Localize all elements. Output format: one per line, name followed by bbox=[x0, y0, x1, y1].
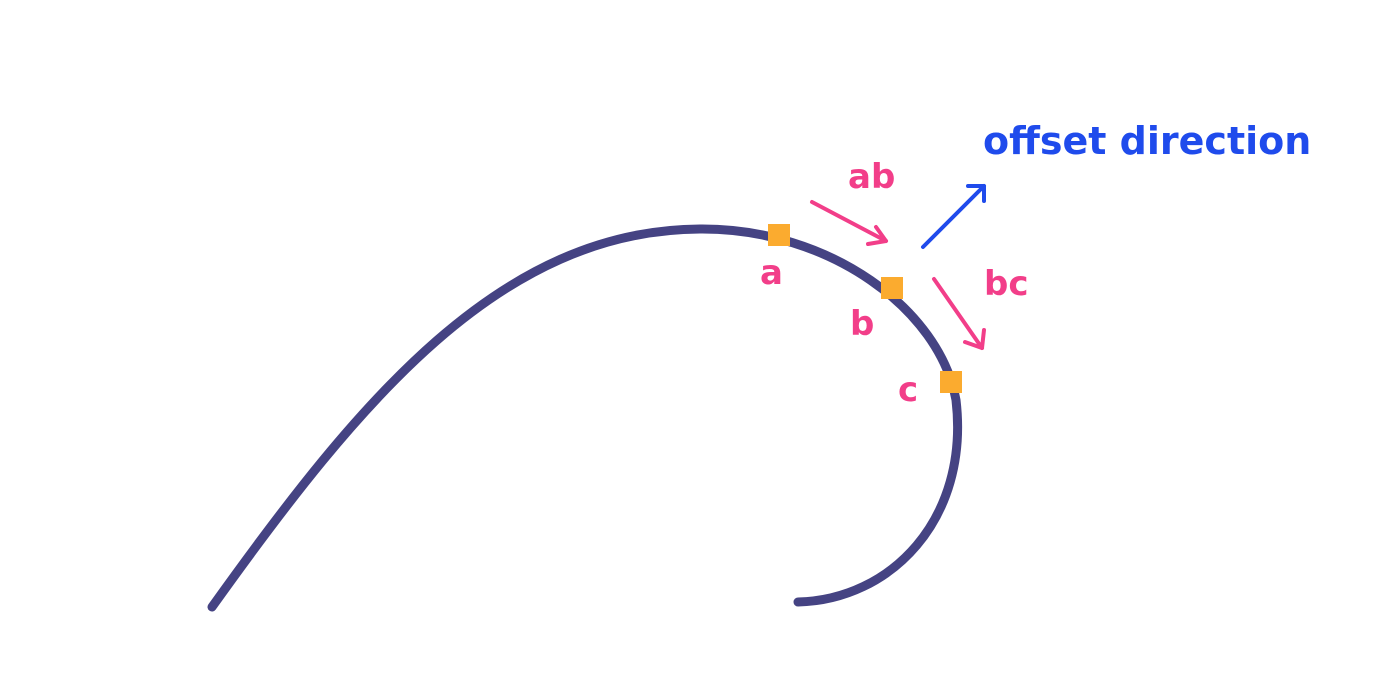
label-vector-ab: ab bbox=[848, 157, 896, 197]
label-offset-direction: offset direction bbox=[983, 119, 1312, 163]
vector-bc-arrow bbox=[932, 277, 986, 350]
label-point-c: c bbox=[898, 370, 919, 410]
label-point-b: b bbox=[850, 304, 875, 344]
vector-ab-arrow bbox=[810, 200, 888, 246]
label-vector-bc: bc bbox=[984, 264, 1029, 304]
offset-direction-arrow bbox=[921, 184, 986, 249]
point-b-marker bbox=[881, 277, 903, 299]
point-c-marker bbox=[940, 371, 962, 393]
curve-path bbox=[207, 224, 962, 612]
label-point-a: a bbox=[760, 253, 783, 293]
point-a-marker bbox=[768, 224, 790, 246]
